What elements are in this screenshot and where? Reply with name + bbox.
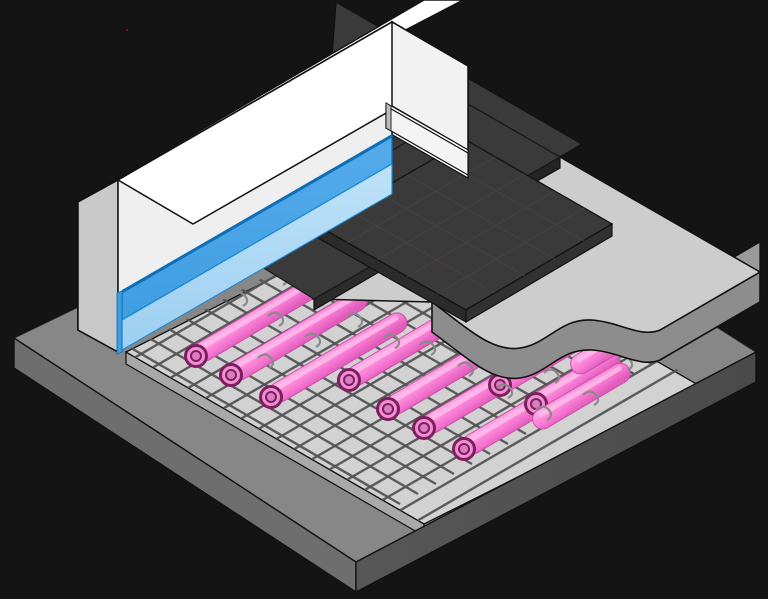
stray-red-dot bbox=[125, 28, 129, 32]
pipe-clip bbox=[346, 312, 364, 328]
pipe-clip bbox=[535, 405, 553, 421]
pipe-clip bbox=[231, 291, 249, 307]
pipe-clip bbox=[457, 361, 475, 377]
slab-foreground-edges bbox=[13, 336, 757, 594]
skirting-end bbox=[385, 102, 392, 132]
pipe-clip bbox=[419, 340, 437, 356]
edge-insulation-front bbox=[116, 134, 393, 355]
skirting-front bbox=[385, 102, 469, 177]
pipe-clip bbox=[543, 368, 561, 384]
pipe-clip bbox=[383, 333, 401, 349]
pipe-clip bbox=[616, 355, 634, 371]
pipe-run bbox=[532, 362, 631, 430]
edge-insulation-rim bbox=[122, 134, 393, 293]
pipe-clip bbox=[257, 353, 275, 369]
pipe-run bbox=[219, 290, 368, 387]
slab-front-right bbox=[355, 350, 757, 594]
wall-end-face-front bbox=[77, 178, 119, 354]
edge-insulation-end-cap bbox=[116, 290, 123, 355]
pipe-clip bbox=[304, 332, 322, 348]
tile-deck bbox=[316, 139, 614, 324]
pipe-clip bbox=[267, 311, 285, 327]
pipe-clip bbox=[582, 390, 600, 406]
tile-deck-right-edge bbox=[465, 222, 613, 324]
tile-grout-lines bbox=[346, 156, 585, 295]
pipe-clip bbox=[496, 383, 514, 399]
pipe-run bbox=[184, 271, 333, 368]
pipe-run bbox=[259, 312, 408, 409]
